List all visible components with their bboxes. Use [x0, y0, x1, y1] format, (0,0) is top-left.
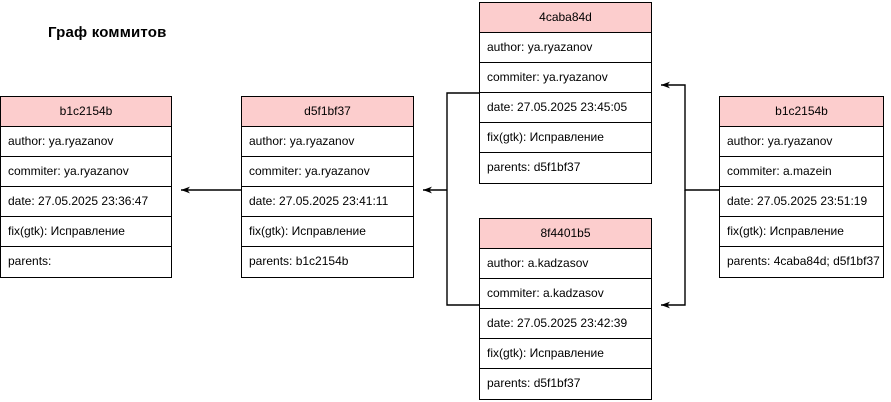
commit-node[interactable]: 4caba84d author: ya.ryazanov commiter: y…	[479, 2, 652, 184]
commit-author: author: a.kadzasov	[480, 249, 651, 279]
commit-node[interactable]: b1c2154b author: ya.ryazanov commiter: y…	[0, 96, 172, 278]
commit-parents: parents: 4caba84d; d5f1bf37	[727, 254, 880, 268]
commit-date: date: 27.05.2025 23:41:11	[242, 187, 413, 217]
commit-commiter: commiter: ya.ryazanov	[1, 157, 171, 187]
commit-node[interactable]: 8f4401b5 author: a.kadzasov commiter: a.…	[479, 218, 652, 400]
commit-message: fix(gtk): Исправление	[1, 217, 171, 247]
commit-author: author: ya.ryazanov	[1, 127, 171, 157]
commit-hash: b1c2154b	[1, 97, 171, 127]
commit-node[interactable]: b1c2154b author: ya.ryazanov commiter: a…	[719, 96, 884, 278]
commit-author: author: ya.ryazanov	[720, 127, 883, 157]
edge-merge-to-center-nodes	[661, 81, 719, 309]
commit-date: date: 27.05.2025 23:42:39	[480, 309, 651, 339]
commit-author: author: ya.ryazanov	[242, 127, 413, 157]
commit-message: fix(gtk): Исправление	[480, 123, 651, 153]
commit-commiter: commiter: a.mazein	[720, 157, 883, 187]
commit-hash: 8f4401b5	[480, 219, 651, 249]
commit-date: date: 27.05.2025 23:36:47	[1, 187, 171, 217]
commit-date: date: 27.05.2025 23:45:05	[480, 93, 651, 123]
commit-date: date: 27.05.2025 23:51:19	[720, 187, 883, 217]
edge-center-to-d5f1bf37	[423, 92, 479, 306]
commit-parents: parents: b1c2154b	[249, 254, 349, 268]
page-title: Граф коммитов	[48, 24, 167, 41]
commit-parents: parents:	[8, 254, 52, 268]
commit-message: fix(gtk): Исправление	[720, 217, 883, 247]
commit-message: fix(gtk): Исправление	[480, 339, 651, 369]
commit-commiter: commiter: ya.ryazanov	[242, 157, 413, 187]
commit-commiter: commiter: ya.ryazanov	[480, 63, 651, 93]
commit-commiter: commiter: a.kadzasov	[480, 279, 651, 309]
commit-parents: parents: d5f1bf37	[487, 160, 581, 174]
commit-hash: d5f1bf37	[242, 97, 413, 127]
commit-author: author: ya.ryazanov	[480, 33, 651, 63]
commit-hash: 4caba84d	[480, 3, 651, 33]
commit-node[interactable]: d5f1bf37 author: ya.ryazanov commiter: y…	[241, 96, 414, 278]
commit-message: fix(gtk): Исправление	[242, 217, 413, 247]
commit-parents: parents: d5f1bf37	[487, 376, 581, 390]
commit-hash: b1c2154b	[720, 97, 883, 127]
